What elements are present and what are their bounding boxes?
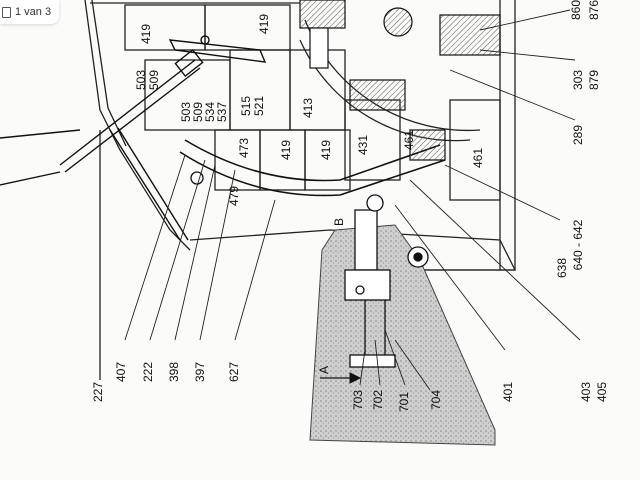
- housing-inner-left: [91, 0, 127, 147]
- label-879: 879: [587, 70, 601, 90]
- arrow-a: [320, 372, 362, 384]
- label-521: 521: [252, 96, 266, 116]
- label-479: 479: [227, 186, 241, 206]
- label-515: 515: [239, 96, 253, 116]
- plate-461b: [449, 99, 501, 201]
- label-461a: 461: [402, 130, 416, 150]
- housing-outer-left: [84, 0, 191, 251]
- label-431: 431: [356, 135, 370, 155]
- label-860: 860: [569, 0, 583, 20]
- label-503b: 503: [179, 102, 193, 122]
- label-701: 701: [397, 392, 411, 412]
- label-703: 703: [351, 390, 365, 410]
- page-counter[interactable]: 1 van 3: [0, 0, 60, 24]
- bottom-labels: 227 407 222 398 397 627 703 702 701 704 …: [91, 362, 609, 412]
- page-icon: [2, 6, 11, 18]
- label-419c: 419: [279, 140, 293, 160]
- label-289: 289: [571, 125, 585, 145]
- label-403: 403: [579, 382, 593, 402]
- label-227: 227: [91, 382, 105, 402]
- label-537: 537: [215, 102, 229, 122]
- label-509: 509: [147, 70, 161, 90]
- page-counter-text: 1 van 3: [15, 6, 52, 18]
- label-B: B: [332, 218, 346, 226]
- label-503: 503: [134, 70, 148, 90]
- plate-419d: [304, 129, 351, 191]
- label-534: 534: [203, 102, 217, 122]
- label-702: 702: [371, 390, 385, 410]
- top-arm: [168, 35, 267, 63]
- label-876: 876: [587, 0, 601, 20]
- label-627: 627: [227, 362, 241, 382]
- label-461b: 461: [471, 148, 485, 168]
- label-407: 407: [114, 362, 128, 382]
- drum-hub: [383, 7, 413, 37]
- label-419b: 419: [257, 14, 271, 34]
- cylinder-assembly: [190, 171, 429, 368]
- label-640-642: 640 - 642: [571, 219, 585, 270]
- label-303: 303: [571, 70, 585, 90]
- leader-lines: [99, 9, 581, 391]
- label-638: 638: [555, 258, 569, 278]
- label-398: 398: [167, 362, 181, 382]
- label-704: 704: [429, 390, 443, 410]
- label-509b: 509: [191, 102, 205, 122]
- label-397: 397: [193, 362, 207, 382]
- chute: [179, 139, 446, 197]
- diagonal-arm: [0, 48, 204, 241]
- bearing-blocks: [299, 0, 501, 161]
- label-473: 473: [237, 138, 251, 158]
- label-405: 405: [595, 382, 609, 402]
- label-419d: 419: [319, 140, 333, 160]
- label-401: 401: [501, 382, 515, 402]
- label-413: 413: [301, 98, 315, 118]
- label-A: A: [317, 366, 331, 374]
- label-222: 222: [141, 362, 155, 382]
- label-419a: 419: [139, 24, 153, 44]
- part-labels: 419 419 503 509 503 509 534 537 515 521 …: [134, 0, 601, 374]
